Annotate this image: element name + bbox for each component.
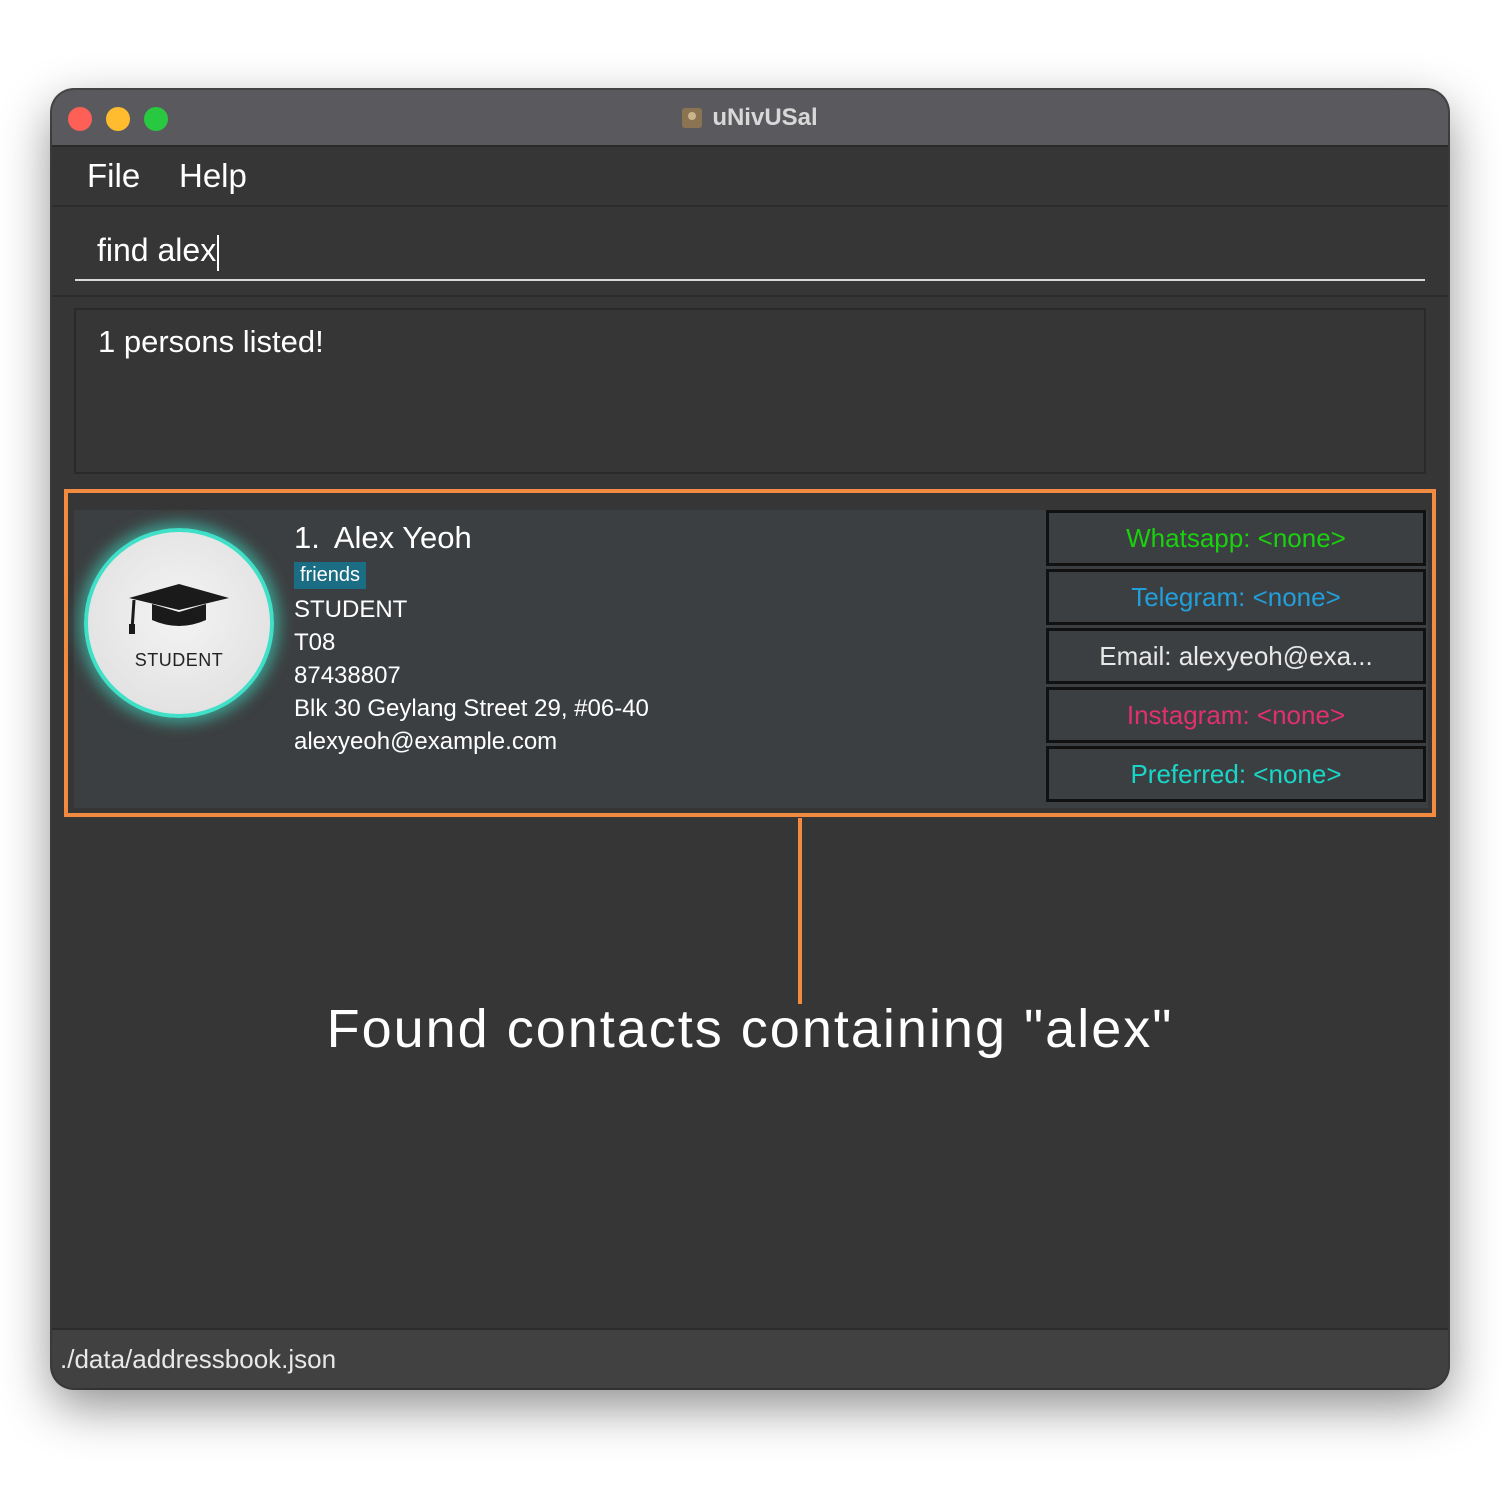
person-phone: 87438807: [294, 662, 401, 689]
status-file-path: ./data/addressbook.json: [60, 1344, 337, 1374]
avatar-label: STUDENT: [134, 650, 224, 670]
highlight-box: [64, 489, 1436, 817]
person-name: Alex Yeoh: [333, 520, 472, 555]
social-email[interactable]: Email: alexyeoh@exa...: [1046, 628, 1426, 684]
command-area: find alex: [52, 207, 1448, 297]
app-icon: [682, 107, 703, 128]
maximize-window-button[interactable]: [144, 107, 168, 131]
person-role: STUDENT: [294, 596, 408, 623]
title-bar[interactable]: uNivUSal: [52, 90, 1448, 147]
menu-file[interactable]: File: [87, 157, 141, 194]
person-name-line: 1. Alex Yeoh: [294, 520, 649, 560]
person-tutorial: T08: [294, 629, 336, 656]
person-index: 1.: [294, 520, 320, 555]
tag-badge: friends: [294, 562, 367, 589]
annotation-caption: Found contacts containing "alex": [326, 999, 1174, 1059]
window-title: uNivUSal: [712, 103, 818, 131]
person-email: alexyeoh@example.com: [294, 728, 558, 755]
command-text: find alex: [97, 232, 217, 268]
avatar: STUDENT: [84, 528, 274, 718]
social-preferred[interactable]: Preferred: <none>: [1046, 746, 1426, 802]
person-list[interactable]: STUDENT 1. Alex Yeoh friends STUDENT T08 …: [52, 486, 1448, 1330]
graduation-cap-icon: [129, 584, 229, 634]
person-address: Blk 30 Geylang Street 29, #06-40: [294, 695, 649, 722]
command-input[interactable]: find alex: [75, 219, 1425, 281]
result-message: 1 persons listed!: [98, 324, 324, 359]
menu-bar: File Help: [52, 147, 1448, 207]
social-whatsapp[interactable]: Whatsapp: <none>: [1046, 510, 1426, 566]
result-display: 1 persons listed!: [74, 308, 1426, 474]
annotation-connector: [798, 818, 802, 1004]
social-telegram[interactable]: Telegram: <none>: [1046, 569, 1426, 625]
close-window-button[interactable]: [68, 107, 92, 131]
social-panel: Whatsapp: <none> Telegram: <none> Email:…: [1046, 510, 1426, 805]
menu-help[interactable]: Help: [179, 157, 247, 194]
person-card[interactable]: STUDENT 1. Alex Yeoh friends STUDENT T08 …: [74, 510, 1428, 808]
status-bar: ./data/addressbook.json: [52, 1328, 1448, 1388]
text-caret: [217, 234, 220, 271]
app-window: uNivUSal File Help find alex 1 persons l…: [52, 90, 1448, 1388]
social-instagram[interactable]: Instagram: <none>: [1046, 687, 1426, 743]
minimize-window-button[interactable]: [106, 107, 130, 131]
person-info: 1. Alex Yeoh friends STUDENT T08 87438807…: [294, 520, 649, 758]
